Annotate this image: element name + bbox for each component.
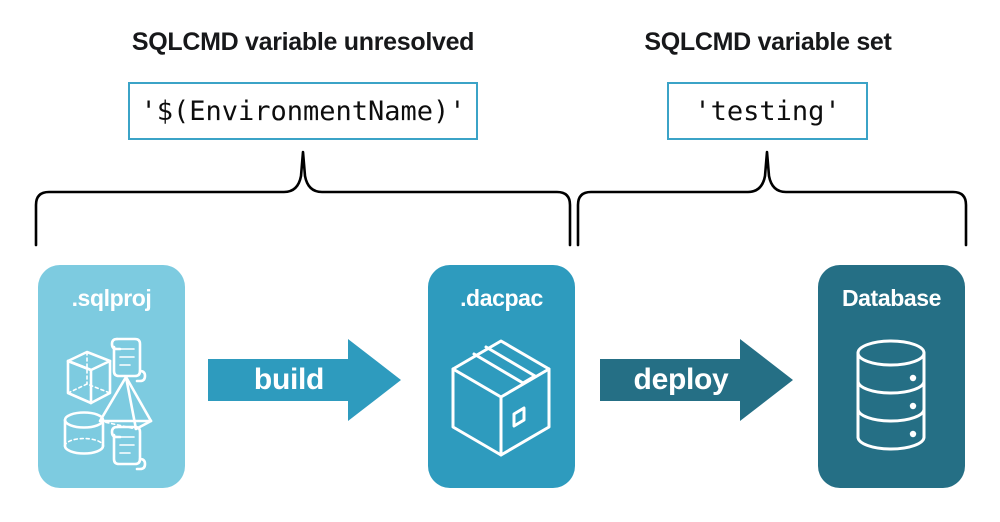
stage-box-database[interactable]: Database [818, 265, 965, 488]
cube-icon [66, 350, 112, 405]
code-box-variable-set: 'testing' [667, 82, 868, 140]
arrow-build[interactable]: build [208, 339, 401, 421]
curly-brace-left-icon [34, 150, 572, 247]
arrow-build-label: build [253, 363, 325, 396]
cylinder-icon [63, 411, 105, 455]
arrow-deploy[interactable]: deploy [600, 339, 793, 421]
status-dot [909, 430, 917, 438]
database-artwork [856, 339, 926, 451]
arrow-deploy-shape [600, 339, 793, 421]
sqlproj-artwork [63, 337, 153, 471]
stage-box-dacpac[interactable]: .dacpac [428, 265, 575, 488]
package-box-icon [451, 339, 551, 457]
arrow-deploy-label: deploy [633, 363, 729, 396]
status-dot [909, 402, 917, 410]
stage-label-sqlproj: .sqlproj [71, 285, 152, 311]
curly-brace-right-icon [576, 150, 968, 247]
stage-box-sqlproj[interactable]: .sqlproj [38, 265, 185, 488]
arrow-build-shape [208, 339, 401, 421]
dacpac-artwork [451, 339, 551, 457]
section-title-right: SQLCMD variable set [644, 28, 892, 56]
scroll-icon [110, 337, 147, 383]
stage-label-database: Database [841, 285, 942, 311]
stage-label-dacpac: .dacpac [460, 285, 543, 311]
database-cylinder-icon [856, 339, 926, 451]
section-title-left: SQLCMD variable unresolved [131, 28, 475, 56]
scroll-icon [110, 425, 147, 471]
status-dot [909, 374, 917, 382]
pyramid-icon [98, 375, 153, 431]
code-box-variable-unresolved: '$(EnvironmentName)' [128, 82, 478, 140]
